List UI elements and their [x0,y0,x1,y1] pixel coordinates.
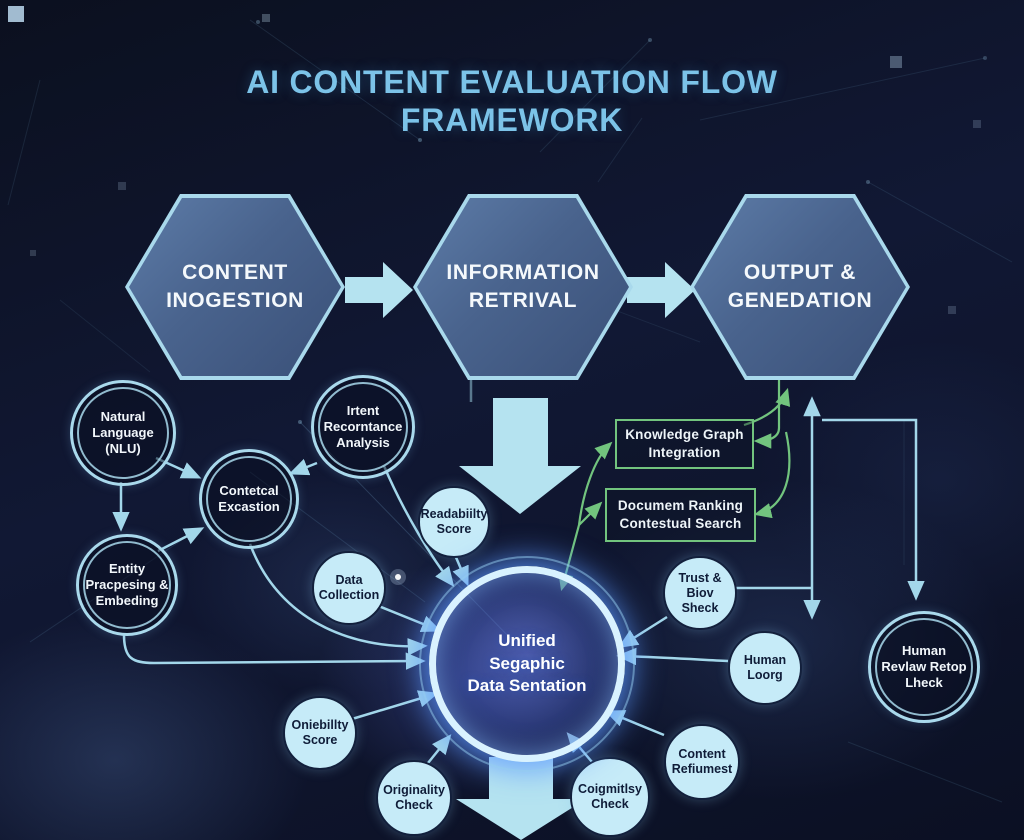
node-credibility-score: Oniebillty Score [283,696,357,770]
node-originality-check-label: Originality Check [383,783,445,812]
node-originality-check: Originality Check [376,760,452,836]
node-content-refinement-label: Content Refiumest [671,747,733,776]
node-readability-score: Readabiilty Score [418,486,490,558]
stage-flow-arrows [345,262,695,840]
node-natural-language: Natural Language (NLU) [70,380,176,486]
hub-unified-data-label: Unified Segaphic Data Sentation [467,630,587,696]
node-contextual-extraction: Contetcal Excastion [199,449,299,549]
node-human-loop-label: Human Loorg [743,653,787,682]
node-intent-analysis: Irtent Recorntance Analysis [311,375,415,479]
node-readability-score-label: Readabiilty Score [420,507,488,536]
module-document-ranking: Documem Ranking Contestual Search [605,488,756,542]
node-content-refinement: Content Refiumest [664,724,740,800]
stage-output-generation: OUTPUT & GENEDATION [690,194,910,380]
node-trust-bias-check-label: Trust & Biov Sheck [678,570,722,615]
node-coherence-check-label: Coigmitlsy Check [578,782,642,811]
node-contextual-extraction-label: Contetcal Excastion [218,482,280,514]
node-entity-embedding: Entity Pracpesing & Embeding [76,534,178,636]
stage-output-generation-label: OUTPUT & GENEDATION [727,260,873,312]
node-coherence-check: Coigmitlsy Check [570,757,650,837]
stage-information-retrieval-label: INFORMATION RETRIVAL [446,260,600,312]
node-entity-embedding-label: Entity Pracpesing & Embeding [85,560,169,609]
node-natural-language-label: Natural Language (NLU) [92,408,154,457]
node-data-collection-label: Data Collection [318,573,380,602]
node-data-collection: Data Collection [312,551,386,625]
module-knowledge-graph-label: Knowledge Graph Integration [625,427,744,460]
node-human-review-label: Human Revlaw Retop Lheck [881,642,967,691]
hub-unified-data: Unified Segaphic Data Sentation [419,556,635,772]
green-connectors [558,374,791,592]
node-human-loop: Human Loorg [728,631,802,705]
node-trust-bias-check: Trust & Biov Sheck [663,556,737,630]
stage-content-ingestion-label: CONTENT INOGESTION [166,260,304,312]
diagram-title: AI CONTENT EVALUATION FLOW FRAMEWORK [246,64,778,138]
module-document-ranking-label: Documem Ranking Contestual Search [617,498,744,531]
node-human-review: Human Revlaw Retop Lheck [868,611,980,723]
node-credibility-score-label: Oniebillty Score [291,718,349,747]
module-knowledge-graph: Knowledge Graph Integration [615,419,754,469]
node-intent-analysis-label: Irtent Recorntance Analysis [323,402,403,451]
